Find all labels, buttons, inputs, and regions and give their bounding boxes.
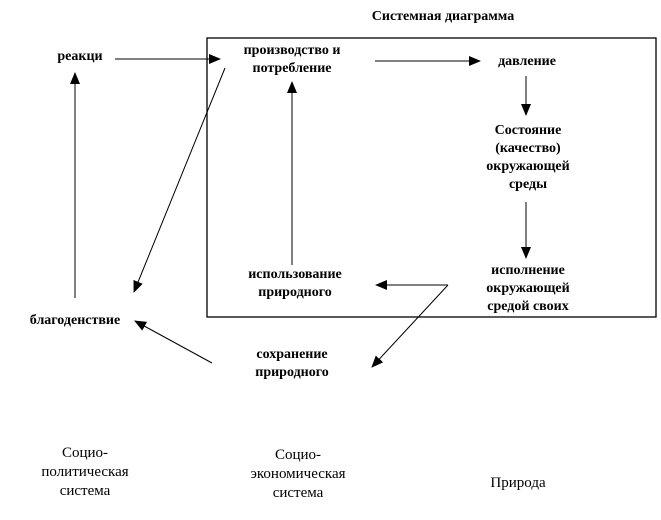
node-pressure: давление <box>498 54 556 69</box>
node-state: Состояние (качество) окружающей среды <box>486 123 570 192</box>
label-socio-political-system: Социо- политическая система <box>41 445 129 499</box>
node-reaction: реакци <box>57 49 103 64</box>
node-production: производство и потребление <box>243 43 341 76</box>
arrow-preservation-to-wellbeing <box>134 320 213 364</box>
arrow-production-to-wellbeing <box>133 67 226 293</box>
label-nature: Природа <box>490 475 546 491</box>
label-socio-economic-system: Социо- экономическая система <box>250 447 346 501</box>
node-preservation: сохранение природного <box>255 347 329 380</box>
node-use: использование природного <box>248 267 342 300</box>
node-wellbeing: благоденствие <box>29 313 121 328</box>
diagram-title: Системная диаграмма <box>371 9 515 24</box>
economic-system-frame <box>206 37 657 318</box>
node-execution: исполнение окружающей средой своих <box>486 263 570 314</box>
arrow-execution-to-preservation <box>371 284 449 368</box>
